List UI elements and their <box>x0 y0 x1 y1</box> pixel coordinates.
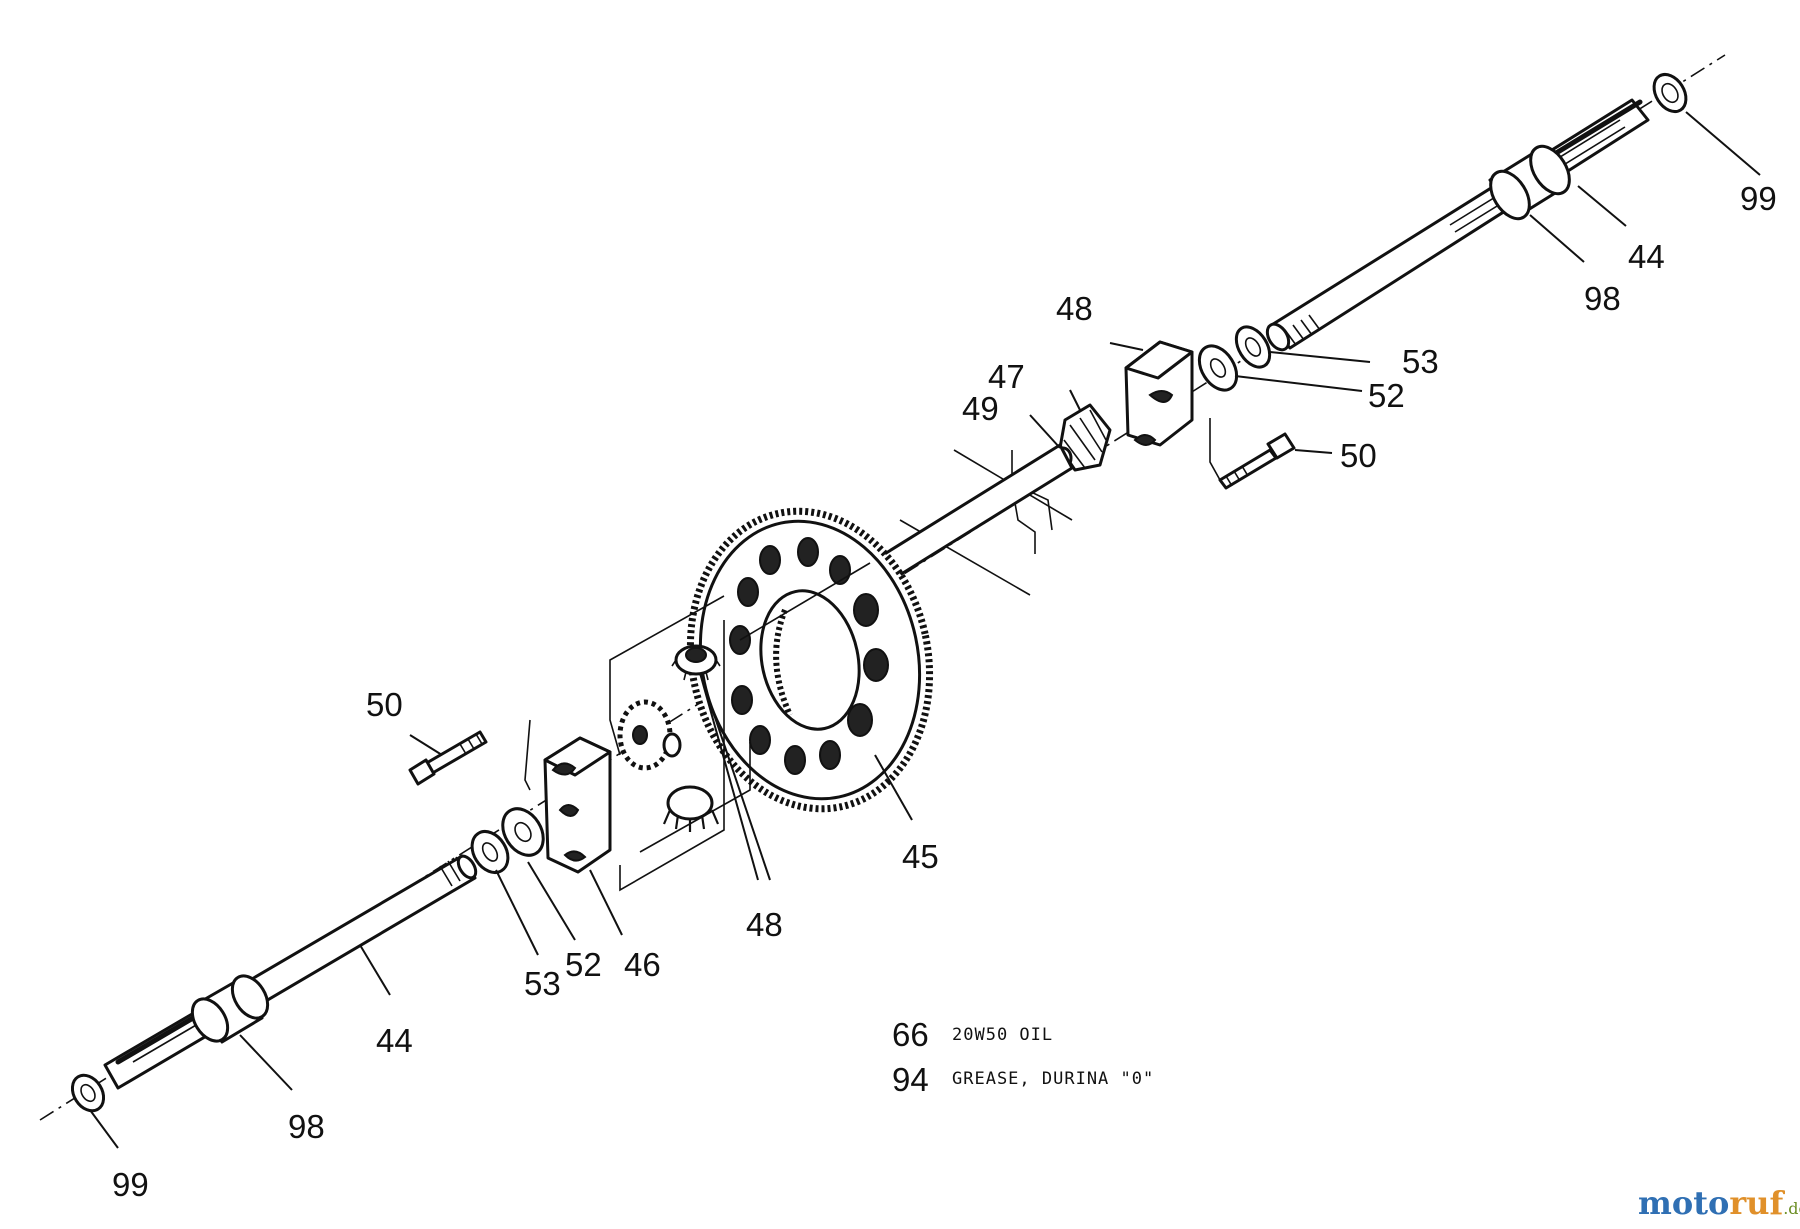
centre-axle-tube <box>868 443 1074 588</box>
callout-45: 45 <box>902 838 939 875</box>
note-94-text: GREASE, DURINA "0" <box>952 1069 1154 1089</box>
callout-labels: 99 44 98 48 53 52 47 49 50 50 45 48 53 5… <box>112 180 1777 1203</box>
left-bushing <box>190 974 270 1044</box>
assembly-guide-lines-lower <box>524 562 871 892</box>
callout-47: 47 <box>988 358 1025 395</box>
callout-44-top: 44 <box>1628 238 1665 275</box>
callout-98-top: 98 <box>1584 280 1621 317</box>
callout-53-left: 53 <box>524 965 561 1002</box>
right-carrier-block <box>1124 340 1194 447</box>
callout-52-right: 52 <box>1368 377 1405 414</box>
right-bushing <box>1488 144 1571 221</box>
differential-pinions <box>617 644 721 832</box>
left-end-washer <box>70 1073 106 1113</box>
left-axle-shaft <box>103 854 478 1090</box>
callout-50-left: 50 <box>366 686 403 723</box>
callout-99-bottom: 99 <box>112 1166 149 1203</box>
callout-46: 46 <box>624 946 661 983</box>
callout-98-bottom: 98 <box>288 1108 325 1145</box>
right-bolt <box>1218 432 1296 490</box>
ring-gear <box>686 507 934 813</box>
right-spacer-washers <box>1197 325 1272 392</box>
note-66-number: 66 <box>892 1016 929 1053</box>
callout-48-top: 48 <box>1056 290 1093 327</box>
callout-48-bottom: 48 <box>746 906 783 943</box>
left-bolt <box>408 730 488 786</box>
watermark-logo: motoruf.de <box>1638 1184 1800 1222</box>
leader-lines <box>89 111 1761 1149</box>
left-spacer-washers <box>470 807 545 874</box>
watermark-part1: moto <box>1638 1184 1729 1222</box>
watermark-part2: ruf <box>1729 1184 1785 1222</box>
watermark-part3: .de <box>1783 1199 1800 1218</box>
note-66-text: 20W50 OIL <box>952 1025 1053 1045</box>
callout-52-left: 52 <box>565 946 602 983</box>
callout-50-right: 50 <box>1340 437 1377 474</box>
callout-44-bottom: 44 <box>376 1022 413 1059</box>
left-carrier-block <box>543 736 612 874</box>
callout-49: 49 <box>962 390 999 427</box>
callout-99-top: 99 <box>1740 180 1777 217</box>
right-end-washer <box>1652 72 1688 114</box>
callout-53-right: 53 <box>1402 343 1439 380</box>
lubricant-notes: 66 20W50 OIL 94 GREASE, DURINA "0" <box>892 1016 1154 1098</box>
svg-text:motoruf.de: motoruf.de <box>1638 1184 1800 1222</box>
note-94-number: 94 <box>892 1061 929 1098</box>
